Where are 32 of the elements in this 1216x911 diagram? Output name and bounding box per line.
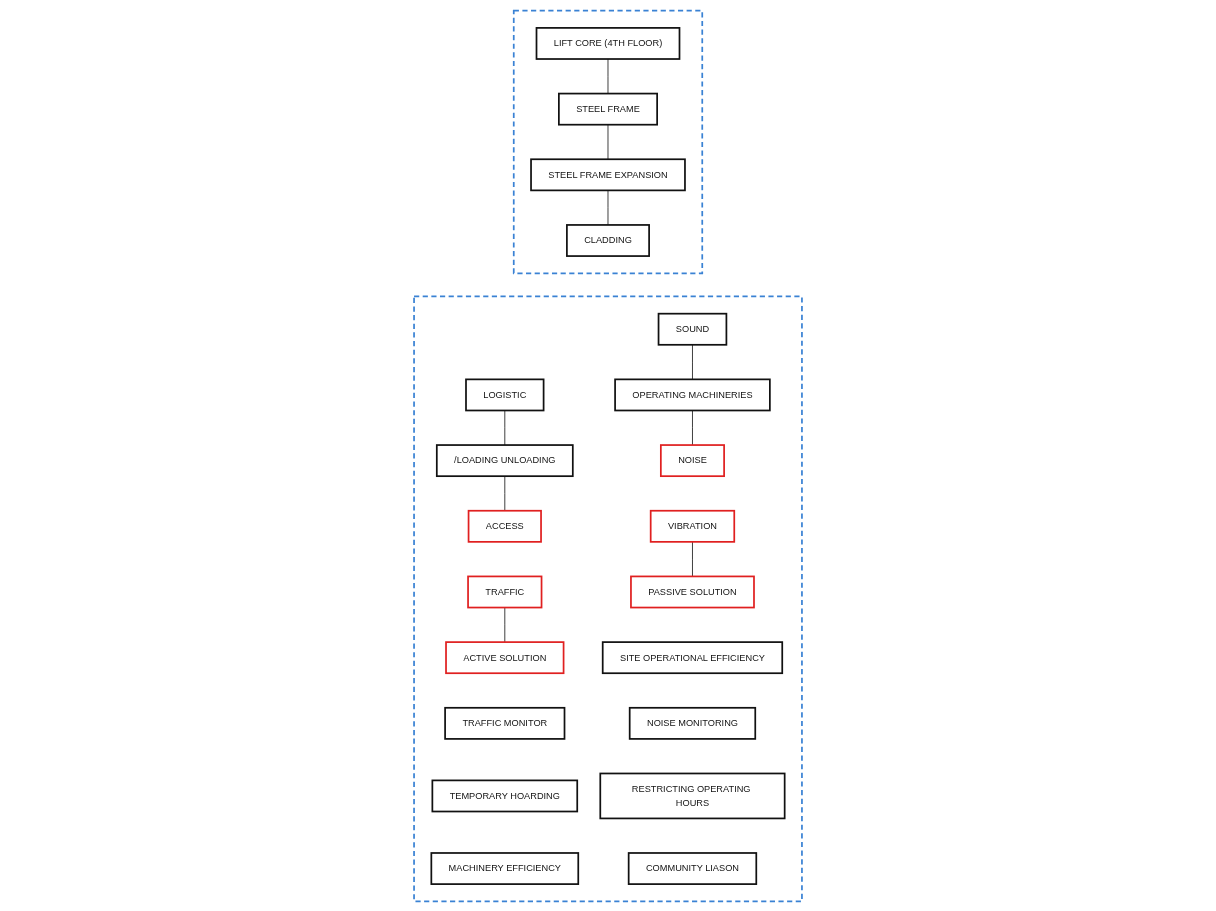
- node-box: TRAFFIC MONITOR: [444, 706, 566, 740]
- node-box: PASSIVE SOLUTION: [630, 575, 755, 608]
- node-box: OPERATING MACHINERIES: [614, 378, 771, 411]
- node-box: VIBRATION: [649, 509, 736, 543]
- cluster: [413, 295, 803, 902]
- node-box: TRAFFIC: [467, 575, 543, 608]
- node-box: SITE OPERATIONAL EFFICIENCY: [601, 640, 784, 674]
- node-box: RESTRICTING OPERATING HOURS: [599, 772, 786, 819]
- connector: [504, 606, 506, 643]
- node-box: /LOADING UNLOADING: [435, 443, 574, 477]
- node-box: STEEL FRAME: [558, 92, 658, 126]
- connector: [504, 409, 506, 445]
- connector: [504, 475, 506, 511]
- connector: [607, 189, 609, 225]
- node-box: LOGISTIC: [465, 378, 545, 411]
- connector: [692, 409, 693, 445]
- connector: [607, 58, 609, 94]
- cluster: [512, 9, 704, 274]
- node-box: STEEL FRAME EXPANSION: [530, 157, 686, 191]
- node-box: ACCESS: [467, 509, 542, 543]
- node-box: ACTIVE SOLUTION: [445, 640, 565, 674]
- connector: [607, 123, 609, 160]
- node-box: CLADDING: [566, 223, 650, 257]
- node-box: MACHINERY EFFICIENCY: [430, 851, 580, 885]
- node-box: COMMUNITY LIASON: [627, 851, 758, 885]
- connector: [692, 343, 693, 380]
- node-box: SOUND: [657, 312, 728, 346]
- node-box: NOISE: [659, 443, 725, 477]
- node-box: TEMPORARY HOARDING: [431, 779, 579, 812]
- node-box: NOISE MONITORING: [628, 706, 757, 740]
- connector: [692, 540, 693, 577]
- node-box: LIFT CORE (4TH FLOOR): [535, 26, 681, 60]
